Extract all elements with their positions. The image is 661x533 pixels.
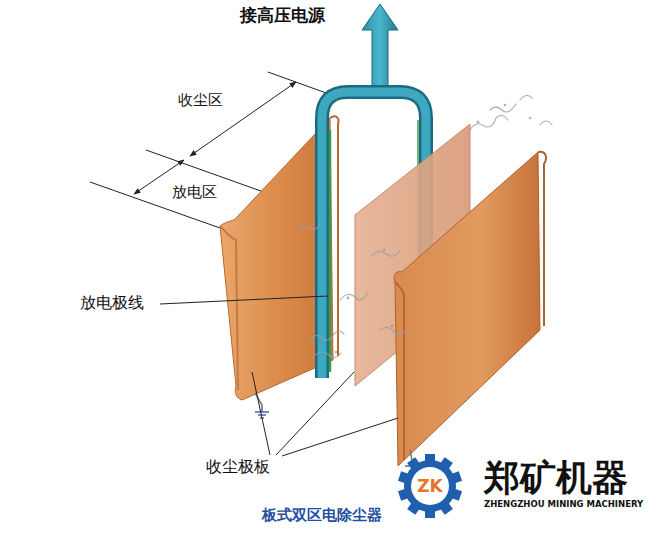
logo-mark: ZK <box>417 477 443 496</box>
gear-tooth <box>425 509 435 518</box>
gear-tooth <box>439 457 452 470</box>
logo-gear <box>398 454 462 518</box>
part-label: 收尘极板 <box>206 458 270 476</box>
logo-text: 郑矿机器 <box>484 458 628 498</box>
gear-tooth <box>398 488 410 500</box>
caption: 板式双区电除尘器 <box>262 507 382 524</box>
gear-tooth <box>450 488 462 500</box>
leader-lines <box>160 296 398 456</box>
part-label: 放电极线 <box>80 294 144 312</box>
discharge-wire <box>329 130 332 372</box>
logo-subtext: ZHENGZHOU MINING MACHINERY <box>484 500 643 509</box>
zone-label: 放电区 <box>172 184 217 201</box>
power-label: 接高压电源 <box>240 6 325 25</box>
gear-tooth <box>407 457 420 470</box>
gear-tooth <box>398 471 410 483</box>
dust-particles <box>300 95 552 357</box>
gear-tooth <box>439 502 452 515</box>
collecting-plate <box>394 152 546 466</box>
gear-tooth <box>425 454 435 463</box>
dust-dots <box>301 104 531 353</box>
gear-tooth <box>407 502 420 515</box>
zone-label: 收尘区 <box>178 92 223 109</box>
gear-tooth <box>450 471 462 483</box>
